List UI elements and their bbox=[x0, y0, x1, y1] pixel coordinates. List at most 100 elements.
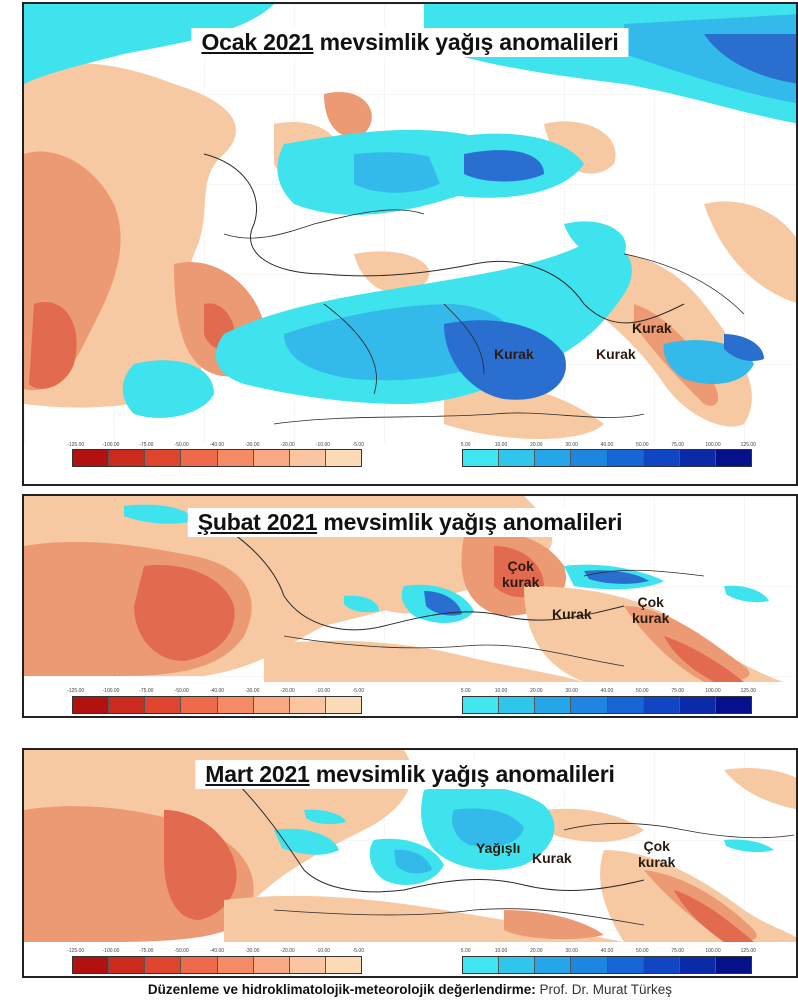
legend-tick-label: -5.00 bbox=[352, 442, 364, 448]
legend-swatch bbox=[643, 957, 680, 973]
legend-tick-label: 125.00 bbox=[740, 688, 756, 694]
legend-swatch bbox=[73, 957, 110, 973]
annotation-yagisli: Yağışlı bbox=[476, 840, 521, 856]
legend-swatch bbox=[499, 697, 536, 713]
legend-swatch bbox=[571, 450, 608, 466]
legend-tick-label: -30.00 bbox=[245, 442, 260, 448]
legend-tick-label: 20.00 bbox=[530, 688, 543, 694]
legend-tick-label: 125.00 bbox=[740, 442, 756, 448]
map-title-month: Mart 2021 bbox=[205, 761, 310, 787]
legend-tick-label: -30.00 bbox=[245, 688, 260, 694]
legend-tick-label: 30.00 bbox=[565, 442, 578, 448]
legend-tick-label: 100.00 bbox=[705, 688, 721, 694]
map-title-text: mevsimlik yağış anomalileri bbox=[317, 509, 623, 535]
legend-tick-label: 30.00 bbox=[565, 688, 578, 694]
legend-swatch bbox=[535, 697, 572, 713]
legend-tick-label: 125.00 bbox=[740, 948, 756, 954]
map-title-month: Şubat 2021 bbox=[197, 509, 318, 535]
legend-colorbar-negative bbox=[72, 696, 362, 714]
legend-tick-label: 10.00 bbox=[494, 442, 508, 448]
legend-tick-label: 40.00 bbox=[600, 688, 614, 694]
legend-swatch bbox=[463, 957, 500, 973]
legend-tick-label: 20.00 bbox=[530, 948, 543, 954]
legend-tick-label: -125.00 bbox=[67, 442, 85, 448]
legend-swatch bbox=[571, 697, 608, 713]
legend-swatch bbox=[253, 957, 290, 973]
legend-swatch bbox=[145, 957, 182, 973]
legend-swatch bbox=[253, 450, 290, 466]
legend-swatch bbox=[607, 957, 644, 973]
map-title-text: mevsimlik yağış anomalileri bbox=[309, 761, 615, 787]
legend-swatch bbox=[571, 957, 608, 973]
legend-swatch bbox=[643, 450, 680, 466]
legend-swatch bbox=[535, 450, 572, 466]
credit-description: Düzenleme ve hidroklimatolojik-meteorolo… bbox=[147, 982, 536, 997]
footer-credit: Düzenleme ve hidroklimatolojik-meteorolo… bbox=[22, 982, 798, 997]
legend-tick-label: 50.00 bbox=[636, 948, 649, 954]
legend-swatch bbox=[679, 450, 716, 466]
legend-tick-label: 20.00 bbox=[530, 442, 543, 448]
legend-swatch bbox=[715, 450, 751, 466]
annotation-kurak: Kurak bbox=[532, 850, 572, 866]
annotation-kurak: Kurak bbox=[632, 320, 672, 336]
annotation-kurak: Kurak bbox=[596, 346, 636, 362]
legend-tick-label: -40.00 bbox=[209, 688, 225, 694]
map-panel-march: Mart 2021 mevsimlik yağış anomalileri Ya… bbox=[22, 748, 798, 978]
legend-tick-label: 100.00 bbox=[705, 948, 721, 954]
legend-tick-label: 10.00 bbox=[494, 688, 508, 694]
legend-tick-label: -75.00 bbox=[139, 688, 154, 694]
legend-tick-label: 5.00 bbox=[460, 948, 471, 954]
map-title-february: Şubat 2021 mevsimlik yağış anomalileri bbox=[187, 508, 633, 537]
legend-swatch bbox=[535, 957, 572, 973]
legend-tick-label: 50.00 bbox=[636, 688, 649, 694]
legend-tick-label: -10.00 bbox=[315, 442, 331, 448]
precipitation-anomaly-map-march bbox=[24, 750, 796, 976]
legend-colorbar-negative bbox=[72, 956, 362, 974]
legend-swatch bbox=[679, 957, 716, 973]
legend-labels-negative: -125.00-100.00-75.00-50.00-40.00-30.00-2… bbox=[58, 948, 376, 954]
legend-swatch bbox=[217, 450, 254, 466]
legend-swatch bbox=[607, 697, 644, 713]
legend-tick-label: 100.00 bbox=[705, 442, 721, 448]
legend-swatch bbox=[463, 697, 500, 713]
legend-swatch bbox=[73, 697, 110, 713]
legend-labels-negative: -125.00-100.00-75.00-50.00-40.00-30.00-2… bbox=[58, 442, 376, 448]
legend-swatch bbox=[499, 450, 536, 466]
legend-colorbar-positive bbox=[462, 696, 752, 714]
legend-tick-label: 10.00 bbox=[494, 948, 508, 954]
legend-tick-label: -125.00 bbox=[67, 688, 85, 694]
annotation-cok-kurak: Çok kurak bbox=[638, 838, 676, 870]
legend-colorbar-positive bbox=[462, 956, 752, 974]
map-title-text: mevsimlik yağış anomalileri bbox=[313, 29, 619, 55]
map-panel-january: Ocak 2021 mevsimlik yağış anomalileri Ku… bbox=[22, 2, 798, 486]
legend-colorbar-negative bbox=[72, 449, 362, 467]
legend-swatch bbox=[217, 697, 254, 713]
legend-tick-label: -20.00 bbox=[280, 688, 295, 694]
legend-tick-label: -100.00 bbox=[102, 442, 120, 448]
legend-swatch bbox=[325, 450, 361, 466]
legend-tick-label: -10.00 bbox=[315, 948, 331, 954]
legend-tick-label: -75.00 bbox=[139, 442, 154, 448]
legend-swatch bbox=[499, 957, 536, 973]
annotation-cok-kurak: Çok kurak bbox=[502, 558, 540, 590]
legend-swatch bbox=[73, 450, 110, 466]
map-title-january: Ocak 2021 mevsimlik yağış anomalileri bbox=[191, 28, 629, 57]
legend-tick-label: -125.00 bbox=[67, 948, 85, 954]
legend-swatch bbox=[181, 450, 218, 466]
legend-tick-label: 50.00 bbox=[636, 442, 649, 448]
legend-tick-label: -20.00 bbox=[280, 442, 295, 448]
legend-tick-label: -40.00 bbox=[209, 442, 225, 448]
legend-swatch bbox=[217, 957, 254, 973]
legend-tick-label: 30.00 bbox=[565, 948, 578, 954]
legend-swatch bbox=[715, 697, 751, 713]
legend-swatch bbox=[715, 957, 751, 973]
legend-swatch bbox=[463, 450, 500, 466]
legend-colorbar-positive bbox=[462, 449, 752, 467]
legend-tick-label: -40.00 bbox=[209, 948, 225, 954]
legend-swatch bbox=[289, 957, 326, 973]
legend-tick-label: -5.00 bbox=[352, 948, 364, 954]
legend-tick-label: -30.00 bbox=[245, 948, 260, 954]
legend-swatch bbox=[181, 697, 218, 713]
legend-swatch bbox=[289, 697, 326, 713]
